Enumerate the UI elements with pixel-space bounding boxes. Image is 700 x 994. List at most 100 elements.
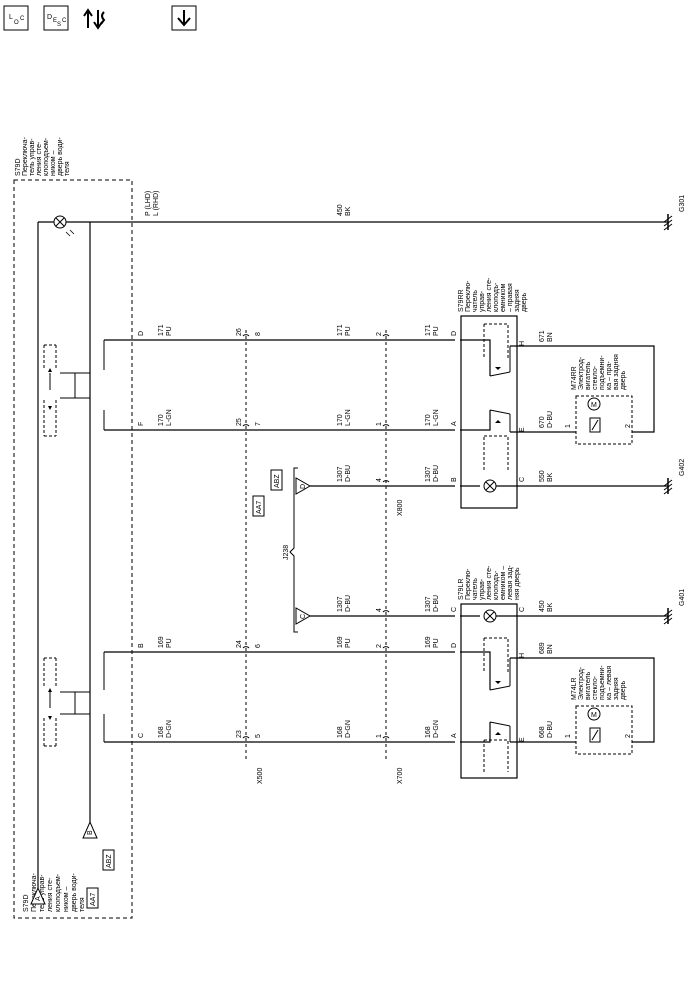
svg-text:E: E: [519, 427, 526, 432]
svg-text:Переклю-: Переклю-: [465, 280, 472, 312]
svg-text:C: C: [451, 607, 458, 612]
svg-text:1307: 1307: [425, 596, 432, 612]
svg-text:170: 170: [158, 414, 165, 426]
svg-text:задняя: задняя: [514, 289, 521, 312]
m74lr-label: M74LR Электрод- вигатель стекло- подъемн…: [571, 665, 627, 700]
svg-text:1: 1: [565, 424, 572, 428]
svg-text:689: 689: [539, 642, 546, 654]
svg-text:F: F: [138, 422, 145, 426]
s79lr-switch: [483, 637, 560, 772]
svg-text:4: 4: [376, 608, 383, 612]
svg-text:B: B: [138, 643, 145, 648]
connector-tool-icon[interactable]: [83, 8, 106, 30]
connector-x800-label: X800: [397, 500, 404, 516]
svg-text:PU: PU: [433, 326, 440, 336]
wire-169: [103, 651, 491, 690]
svg-text:ником –: ником –: [63, 886, 70, 912]
svg-text:2: 2: [376, 644, 383, 648]
svg-text:1: 1: [565, 734, 572, 738]
svg-text:ления сте-: ления сте-: [486, 565, 493, 600]
svg-text:450: 450: [539, 600, 546, 612]
svg-text:6: 6: [255, 644, 262, 648]
svg-text:дверь води-: дверь води-: [57, 137, 64, 176]
svg-text:BN: BN: [547, 644, 554, 654]
svg-text:23: 23: [236, 730, 243, 738]
svg-text:стекло-: стекло-: [592, 365, 599, 390]
svg-text:171: 171: [425, 324, 432, 336]
loc-label: L: [9, 14, 13, 21]
svg-text:теля: теля: [64, 161, 71, 176]
svg-text:тель управ-: тель управ-: [39, 874, 46, 912]
svg-text:клоподъем-: клоподъем-: [43, 137, 50, 176]
desc-button[interactable]: D E S C: [43, 5, 69, 31]
svg-text:– правая: – правая: [507, 283, 514, 312]
s79d-switch-upper: [43, 344, 90, 437]
m74lr-box: [575, 705, 633, 755]
abz-button-mid[interactable]: ABZ: [270, 469, 283, 491]
svg-text:BN: BN: [547, 332, 554, 342]
abz-button-bottom[interactable]: ABZ: [102, 849, 115, 871]
svg-text:A: A: [451, 421, 458, 426]
svg-text:C: C: [62, 18, 67, 24]
svg-text:D-BU: D-BU: [547, 721, 554, 738]
svg-text:168: 168: [158, 726, 165, 738]
svg-text:PU: PU: [345, 326, 352, 336]
svg-text:M: M: [591, 712, 597, 719]
aa7-button-bottom[interactable]: AA7: [86, 887, 99, 909]
connector-x500-label: X500: [257, 768, 264, 784]
svg-text:D: D: [451, 643, 458, 648]
wire-671-to-m74rr: [560, 345, 655, 433]
svg-text:ления сте-: ления сте-: [47, 877, 54, 912]
svg-text:AA7: AA7: [256, 501, 263, 514]
splice-j238-label: J238: [283, 545, 290, 560]
ground-g301-label: G301: [679, 195, 686, 212]
s79d-switch-lower: [43, 657, 90, 747]
svg-text:C: C: [300, 614, 307, 619]
svg-text:ABZ: ABZ: [274, 474, 281, 488]
svg-text:D-BU: D-BU: [547, 411, 554, 428]
svg-text:теля: теля: [79, 897, 86, 912]
svg-text:170: 170: [337, 414, 344, 426]
svg-text:подъемни-: подъемни-: [599, 665, 606, 700]
svg-text:Электрод-: Электрод-: [578, 666, 585, 700]
download-button[interactable]: [171, 5, 197, 31]
ground-g301-icon: [663, 214, 673, 231]
svg-text:L-GN: L-GN: [433, 409, 440, 426]
arrow-d-marker: D: [295, 477, 312, 495]
svg-text:задняя: задняя: [613, 677, 620, 700]
svg-text:S79D: S79D: [15, 158, 22, 176]
svg-text:8: 8: [255, 332, 262, 336]
s79rr-label: S79RR Переклю- чатель управ- ления сте- …: [458, 277, 528, 312]
svg-text:Электрод-: Электрод-: [578, 356, 585, 390]
svg-text:S: S: [57, 22, 61, 28]
svg-text:клоподъ-: клоподъ-: [493, 282, 500, 312]
svg-text:D-GN: D-GN: [345, 720, 352, 738]
svg-text:1307: 1307: [337, 596, 344, 612]
arrow-b-marker: B: [82, 820, 98, 839]
svg-text:S79LR: S79LR: [458, 579, 465, 600]
svg-text:дверь: дверь: [620, 370, 627, 390]
svg-text:клоподъем-: клоподъем-: [55, 873, 62, 912]
svg-text:управ-: управ-: [479, 290, 486, 312]
svg-text:тель управ-: тель управ-: [29, 138, 36, 176]
svg-text:вая задняя: вая задняя: [613, 354, 620, 390]
svg-text:A: A: [35, 896, 42, 901]
svg-text:D-BU: D-BU: [433, 595, 440, 612]
connector-x700-label: X700: [397, 768, 404, 784]
s79rr-switch: [483, 323, 560, 470]
svg-text:C: C: [138, 733, 145, 738]
svg-text:D-GN: D-GN: [433, 720, 440, 738]
s79d-top-label: S79D Переключа- тель управ- ления сте- к…: [15, 136, 71, 176]
wire-170: [103, 410, 491, 431]
s79rr-box: [460, 315, 518, 509]
svg-text:C: C: [20, 16, 25, 22]
svg-text:1307: 1307: [425, 466, 432, 482]
loc-button[interactable]: L O C: [3, 5, 29, 31]
svg-text:M74RR: M74RR: [571, 366, 578, 390]
s79d-bottom-label: S79D Переключа- тель управ- ления сте- к…: [23, 872, 86, 912]
svg-text:B: B: [87, 830, 94, 835]
svg-text:Переключа-: Переключа-: [22, 136, 29, 176]
ground-g402-label: G402: [679, 459, 686, 476]
svg-text:B: B: [451, 477, 458, 482]
aa7-button-mid[interactable]: AA7: [252, 495, 265, 517]
